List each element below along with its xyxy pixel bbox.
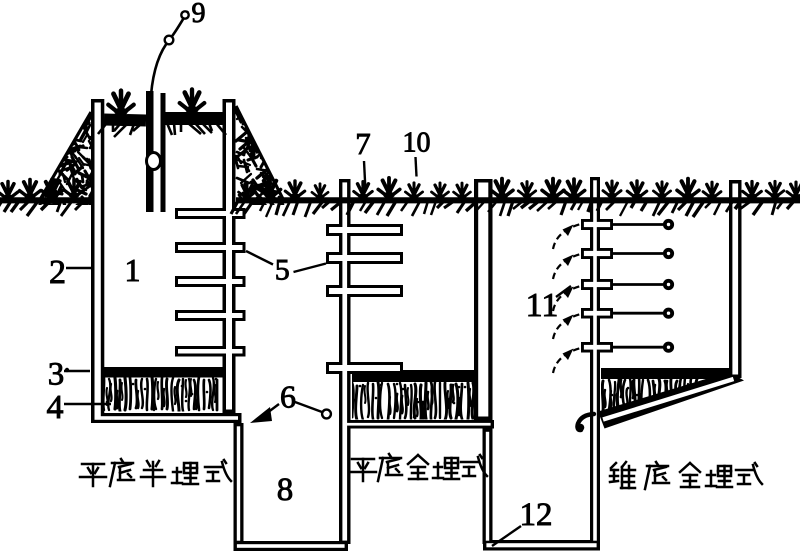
svg-text:10: 10 — [403, 128, 431, 159]
svg-text:11: 11 — [526, 287, 559, 324]
svg-text:9: 9 — [192, 0, 206, 29]
svg-text:8: 8 — [277, 472, 294, 508]
svg-text:12: 12 — [520, 497, 553, 533]
svg-text:7: 7 — [355, 126, 371, 161]
svg-text:3: 3 — [48, 357, 65, 393]
svg-text:1: 1 — [125, 252, 141, 288]
svg-text:6: 6 — [280, 379, 296, 415]
svg-text:2: 2 — [49, 254, 66, 291]
svg-text:4: 4 — [47, 389, 64, 426]
svg-text:5: 5 — [275, 254, 290, 287]
